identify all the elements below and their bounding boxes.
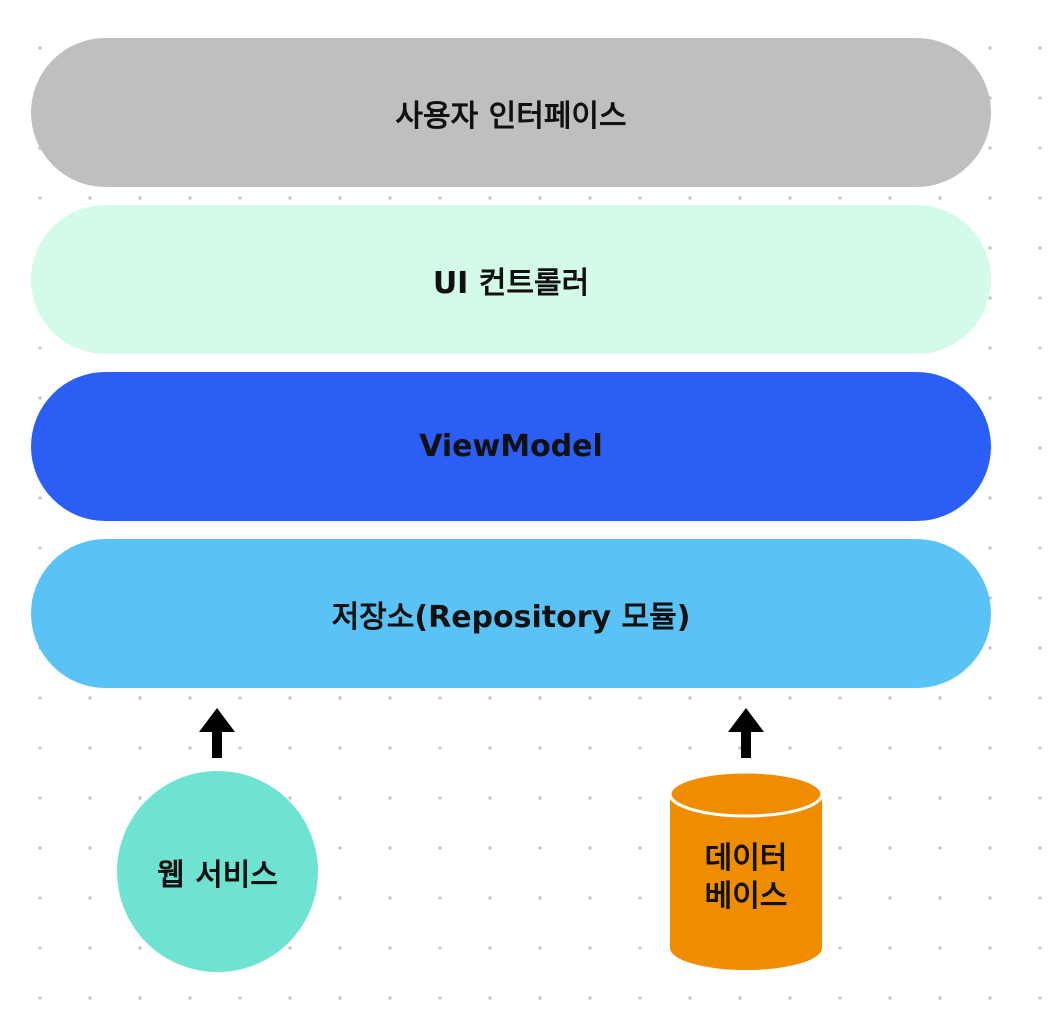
up-arrow-icon: [197, 700, 237, 758]
web-service-label: 웹 서비스: [157, 857, 278, 893]
viewmodel-layer: ViewModel: [31, 372, 991, 521]
web-service-node: 웹 서비스: [117, 771, 318, 972]
repository-layer: 저장소(Repository 모듈): [31, 539, 991, 688]
database-node: 데이터 베이스: [668, 772, 824, 972]
user-interface-layer: 사용자 인터페이스: [31, 38, 991, 187]
database-cylinder-icon: [668, 772, 824, 970]
database-label-line1: 데이터: [704, 841, 788, 876]
database-label: 데이터 베이스: [668, 840, 824, 916]
viewmodel-label: ViewModel: [419, 429, 603, 464]
repository-label: 저장소(Repository 모듈): [331, 599, 691, 635]
user-interface-label: 사용자 인터페이스: [395, 98, 627, 134]
up-arrow-icon: [726, 700, 766, 758]
ui-controller-layer: UI 컨트롤러: [31, 205, 991, 354]
ui-controller-label: UI 컨트롤러: [432, 265, 590, 301]
database-label-line2: 베이스: [704, 879, 788, 914]
